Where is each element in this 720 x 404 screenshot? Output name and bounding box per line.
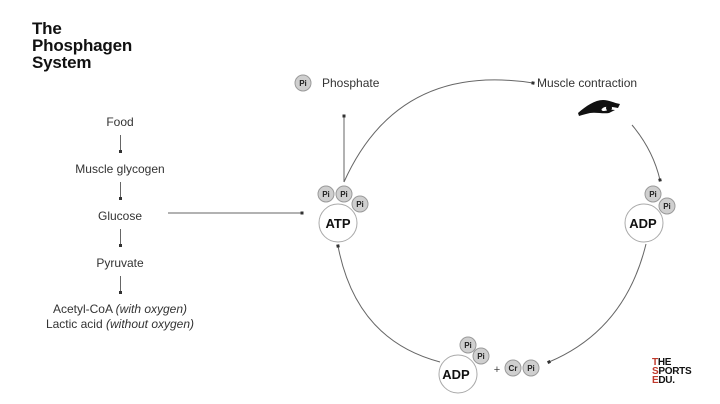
the-sports-edu-logo: THE SPORTS EDU.: [652, 357, 692, 386]
title-line-1: The: [32, 19, 62, 38]
acetyl-coa-line: Acetyl-CoA (with oxygen): [52, 302, 188, 316]
creatine-pi-label: Pi: [527, 364, 535, 373]
svg-text:Pi: Pi: [649, 190, 657, 199]
svg-text:Pi: Pi: [322, 190, 330, 199]
adp-right-label: ADP: [629, 216, 657, 231]
down-arrow-icon: [20, 273, 220, 300]
svg-text:Pi: Pi: [477, 352, 485, 361]
flow-step-final: Acetyl-CoA (with oxygen) Lactic acid (wi…: [20, 302, 220, 332]
atp-label: ATP: [325, 216, 350, 231]
adp-bottom-pi-2: [472, 347, 490, 365]
phosphate-label: Phosphate: [322, 76, 380, 90]
muscle-to-adp-arc: [631, 124, 662, 182]
svg-text:Pi: Pi: [663, 202, 671, 211]
svg-text:Pi: Pi: [340, 190, 348, 199]
atp-pi-3: [351, 195, 369, 213]
atp-pi-1: [317, 185, 335, 203]
flow-step-pyruvate: Pyruvate: [96, 256, 144, 270]
adp-bottom-pi-1: [459, 336, 477, 354]
creatine-label: Cr: [509, 364, 518, 373]
down-arrow-icon: [20, 226, 220, 253]
energy-source-flow: Food Muscle glycogen Glucose Pyruvate Ac…: [20, 112, 220, 332]
title-line-2: Phosphagen: [32, 36, 133, 55]
muscle-contraction-label: Muscle contraction: [537, 76, 637, 90]
adp-right-molecule: Pi Pi ADP: [624, 185, 676, 243]
down-arrow-icon: [20, 179, 220, 206]
atp-molecule: Pi Pi Pi ATP: [317, 185, 369, 243]
title-line-3: System: [32, 53, 92, 72]
phosphate-badge-text: Pi: [299, 79, 307, 88]
svg-text:Pi: Pi: [464, 341, 472, 350]
lactic-acid-line: Lactic acid (without oxygen): [45, 317, 195, 331]
phosphate-badge: Pi: [294, 74, 312, 92]
flow-step-glucose: Glucose: [97, 209, 143, 223]
atp-to-muscle-arc: [343, 79, 535, 183]
adp-right-pi-2: [658, 197, 676, 215]
flow-step-muscle-glycogen: Muscle glycogen: [75, 162, 165, 176]
adp-to-atp-arc: [336, 244, 441, 363]
atp-pi-2: [335, 185, 353, 203]
swimmer-icon: [578, 100, 620, 116]
down-arrow-icon: [20, 132, 220, 159]
adp-bottom-label: ADP: [442, 367, 470, 382]
adp-bottom-molecule: Pi Pi ADP: [438, 336, 490, 394]
flow-step-food: Food: [106, 115, 134, 129]
page-title: The Phosphagen System: [32, 20, 132, 71]
adp-right-pi-1: [644, 185, 662, 203]
plus-sign: +: [494, 364, 500, 376]
svg-text:Pi: Pi: [356, 200, 364, 209]
creatine-phosphate: Cr Pi: [504, 359, 540, 377]
adp-to-creatine-arc: [547, 243, 647, 364]
